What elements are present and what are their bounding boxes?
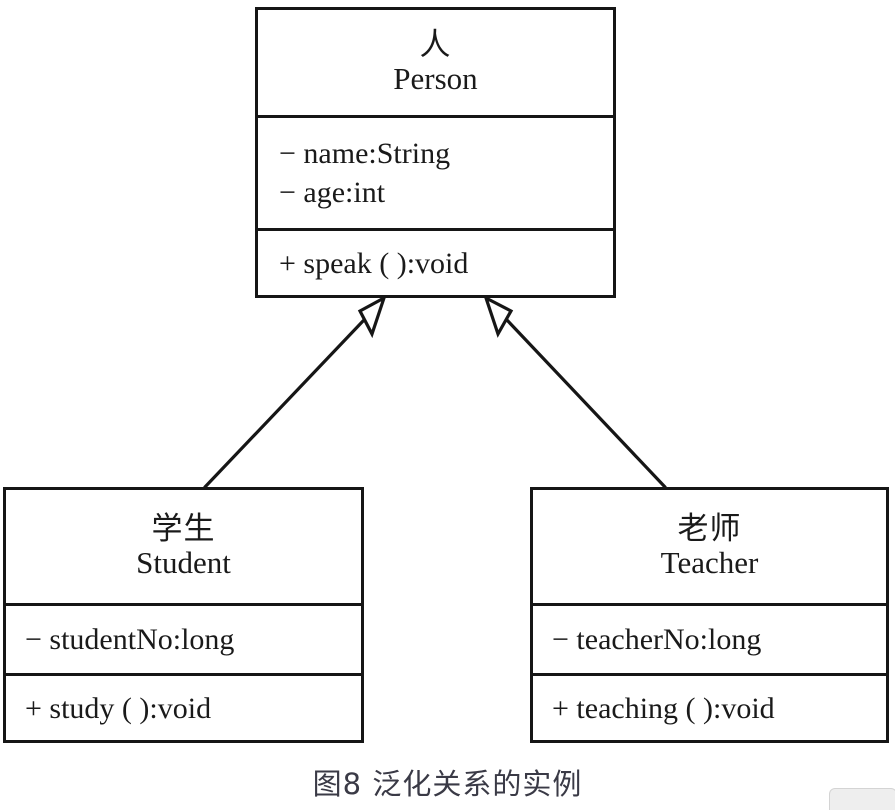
methods-compartment-student: + study ( ):void bbox=[6, 673, 361, 740]
attribute-row: − studentNo:long bbox=[25, 623, 235, 656]
hollow-triangle-arrowhead-teacher bbox=[483, 294, 514, 338]
figure-caption: 图8 泛化关系的实例 bbox=[312, 767, 583, 801]
uml-class-teacher[interactable]: 老师 Teacher − teacherNo:long + teaching (… bbox=[530, 487, 889, 743]
class-name-compartment-teacher: 老师 Teacher bbox=[533, 490, 886, 603]
attributes-compartment-person: − name:String − age:int bbox=[258, 115, 613, 228]
methods-compartment-teacher: + teaching ( ):void bbox=[533, 673, 886, 740]
class-name-compartment-student: 学生 Student bbox=[6, 490, 361, 603]
class-name-en-teacher: Teacher bbox=[660, 544, 759, 580]
method-row: + speak ( ):void bbox=[279, 246, 469, 280]
method-row: + study ( ):void bbox=[25, 691, 212, 725]
uml-class-student[interactable]: 学生 Student − studentNo:long + study ( ):… bbox=[3, 487, 364, 743]
generalization-student-to-person bbox=[203, 294, 387, 489]
uml-class-person[interactable]: 人 Person − name:String − age:int + speak… bbox=[255, 7, 616, 298]
attribute-row: − teacherNo:long bbox=[552, 623, 762, 656]
method-row: + teaching ( ):void bbox=[552, 691, 775, 725]
attribute-row: − age:int bbox=[279, 176, 386, 209]
class-name-cn-student: 学生 bbox=[151, 510, 216, 547]
class-name-en-student: Student bbox=[136, 544, 231, 580]
attributes-compartment-teacher: − teacherNo:long bbox=[533, 603, 886, 673]
class-name-en-person: Person bbox=[393, 60, 478, 96]
class-name-cn-teacher: 老师 bbox=[677, 510, 742, 547]
attribute-row: − name:String bbox=[279, 137, 451, 170]
class-name-compartment-person: 人 Person bbox=[258, 10, 613, 115]
class-name-cn-person: 人 bbox=[419, 26, 452, 63]
ui-panel-fragment bbox=[829, 788, 895, 810]
attributes-compartment-student: − studentNo:long bbox=[6, 603, 361, 673]
generalization-teacher-to-person bbox=[483, 294, 667, 489]
methods-compartment-person: + speak ( ):void bbox=[258, 228, 613, 295]
hollow-triangle-arrowhead-student bbox=[357, 294, 387, 339]
